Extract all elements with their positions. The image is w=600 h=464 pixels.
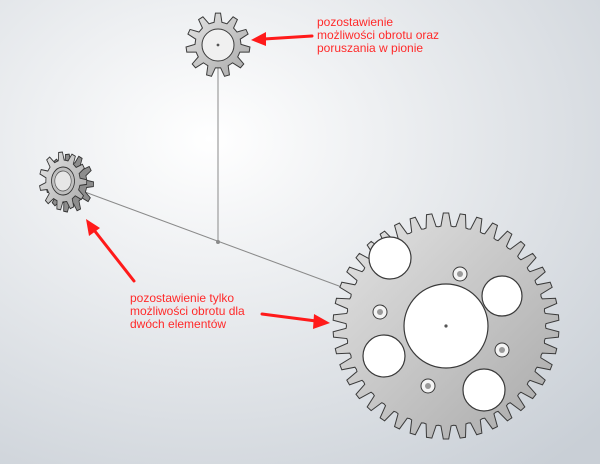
lightening-hole (462, 368, 506, 412)
chainring-center-point (444, 324, 448, 328)
annotation-top: pozostawienie możliwości obrotu oraz por… (317, 16, 439, 55)
arrow-to-left-sprocket (86, 219, 136, 283)
annotation-line: możliwości obrotu oraz (317, 28, 440, 42)
lightening-hole (368, 236, 412, 280)
annotation-line: dwóch elementów (130, 317, 227, 331)
arrow-to-top-sprocket (251, 32, 314, 46)
arrow-to-chainring (260, 312, 330, 329)
annotation-line: możliwości obrotu dla (130, 304, 245, 318)
axis-junction (216, 240, 220, 244)
chainring-lightening-holes (362, 236, 523, 412)
annotation-line: pozostawienie tylko (130, 291, 235, 305)
annotation-line: poruszania w pionie (317, 41, 424, 55)
sprocket-center-point (216, 43, 220, 47)
annotation-line: pozostawienie (317, 15, 394, 29)
sprocket-small-top-icon[interactable] (185, 12, 251, 77)
sprocket-small-left-icon[interactable] (37, 148, 96, 215)
red-arrow-icon (86, 32, 330, 329)
annotation-bottom: pozostawienie tylko możliwości obrotu dl… (130, 292, 245, 331)
lightening-hole (481, 275, 523, 317)
lightening-hole (362, 334, 406, 378)
sprocket-large-chainring-icon[interactable] (332, 212, 560, 440)
